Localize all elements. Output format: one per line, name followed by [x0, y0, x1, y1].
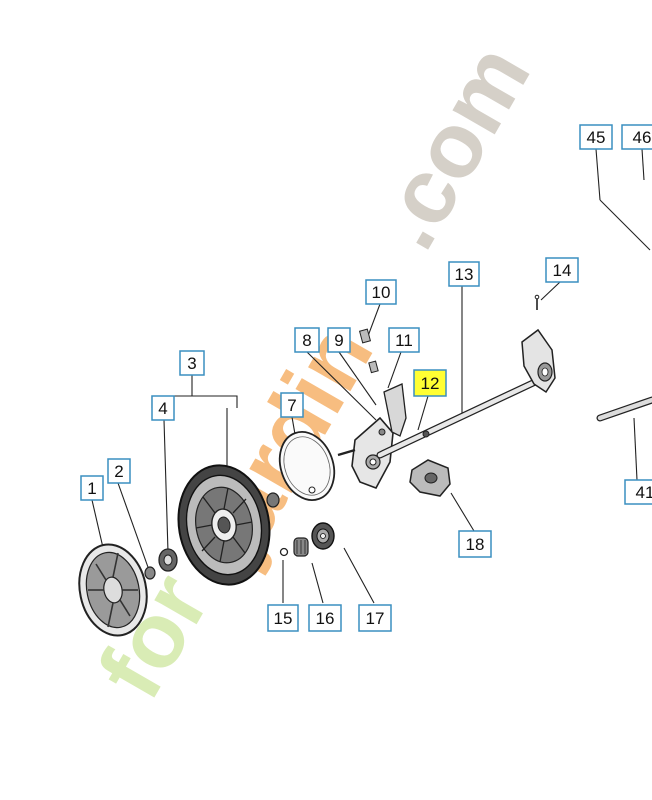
rod-41	[596, 396, 652, 422]
clip-9	[368, 360, 379, 374]
callout-text-4: 4	[158, 399, 167, 418]
callout-18: 18	[458, 530, 492, 558]
callout-box-12	[413, 369, 447, 397]
callout-7: 7	[280, 392, 304, 418]
callout-text-18: 18	[466, 535, 485, 554]
callout-16: 16	[308, 604, 342, 632]
callout-box-10	[365, 279, 397, 305]
callout-text-11: 11	[395, 331, 413, 350]
cover-disk	[278, 431, 336, 501]
callout-text-14: 14	[553, 261, 572, 280]
callout-box-17	[358, 604, 392, 632]
wheel	[177, 464, 271, 586]
bushing-block	[409, 459, 451, 497]
callout-text-46: 46	[633, 128, 652, 147]
callout-41: 41	[624, 479, 652, 505]
callout-box-18	[458, 530, 492, 558]
callout-text-9: 9	[334, 331, 343, 350]
callout-4: 4	[151, 395, 175, 421]
callout-box-13	[448, 261, 480, 287]
callout-text-13: 13	[455, 265, 474, 284]
callout-box-41	[624, 479, 652, 505]
nut	[144, 566, 156, 580]
callout-11: 11	[388, 327, 420, 353]
pin	[534, 294, 540, 310]
callout-10: 10	[365, 279, 397, 305]
washer	[279, 547, 289, 557]
callout-3: 3	[179, 350, 205, 376]
callout-8: 8	[294, 327, 320, 353]
callout-box-8	[294, 327, 320, 353]
axle-bracket	[521, 328, 556, 394]
callout-13: 13	[448, 261, 480, 287]
callout-1: 1	[80, 475, 104, 501]
callout-45: 45	[579, 124, 613, 150]
callout-text-12: 12	[421, 374, 440, 393]
clip-10	[358, 328, 372, 344]
callout-text-17: 17	[366, 609, 385, 628]
callout-box-15	[267, 604, 299, 632]
callout-text-3: 3	[187, 354, 196, 373]
callout-box-11	[388, 327, 420, 353]
gear	[311, 522, 335, 550]
callout-9: 9	[327, 327, 351, 353]
pinion	[293, 537, 309, 557]
callout-box-46	[621, 124, 652, 150]
watermark-com: .com	[354, 28, 550, 265]
callout-46: 46	[621, 124, 652, 150]
callout-box-4	[151, 395, 175, 421]
callout-box-1	[80, 475, 104, 501]
bearing-4	[158, 548, 178, 572]
callout-box-14	[545, 257, 579, 283]
callout-box-7	[280, 392, 304, 418]
callout-17: 17	[358, 604, 392, 632]
gearbox-bracket	[337, 416, 394, 489]
drive-axle	[376, 371, 554, 459]
hub-cap	[78, 543, 148, 637]
callout-box-3	[179, 350, 205, 376]
callout-15: 15	[267, 604, 299, 632]
callout-text-2: 2	[114, 462, 123, 481]
callout-box-45	[579, 124, 613, 150]
callout-text-16: 16	[316, 609, 335, 628]
callout-2: 2	[107, 458, 131, 484]
callout-14: 14	[545, 257, 579, 283]
callout-text-7: 7	[287, 396, 296, 415]
callout-text-15: 15	[274, 609, 293, 628]
callout-text-8: 8	[302, 331, 311, 350]
parts-drawing	[78, 294, 652, 637]
lever-11	[383, 383, 407, 437]
callout-box-16	[308, 604, 342, 632]
bearing-inner	[266, 492, 280, 508]
callout-box-9	[327, 327, 351, 353]
callout-text-1: 1	[87, 479, 96, 498]
callout-text-10: 10	[372, 283, 391, 302]
callout-12: 12	[413, 369, 447, 397]
callout-box-2	[107, 458, 131, 484]
callout-text-41: 41	[636, 483, 652, 502]
callout-text-45: 45	[587, 128, 606, 147]
